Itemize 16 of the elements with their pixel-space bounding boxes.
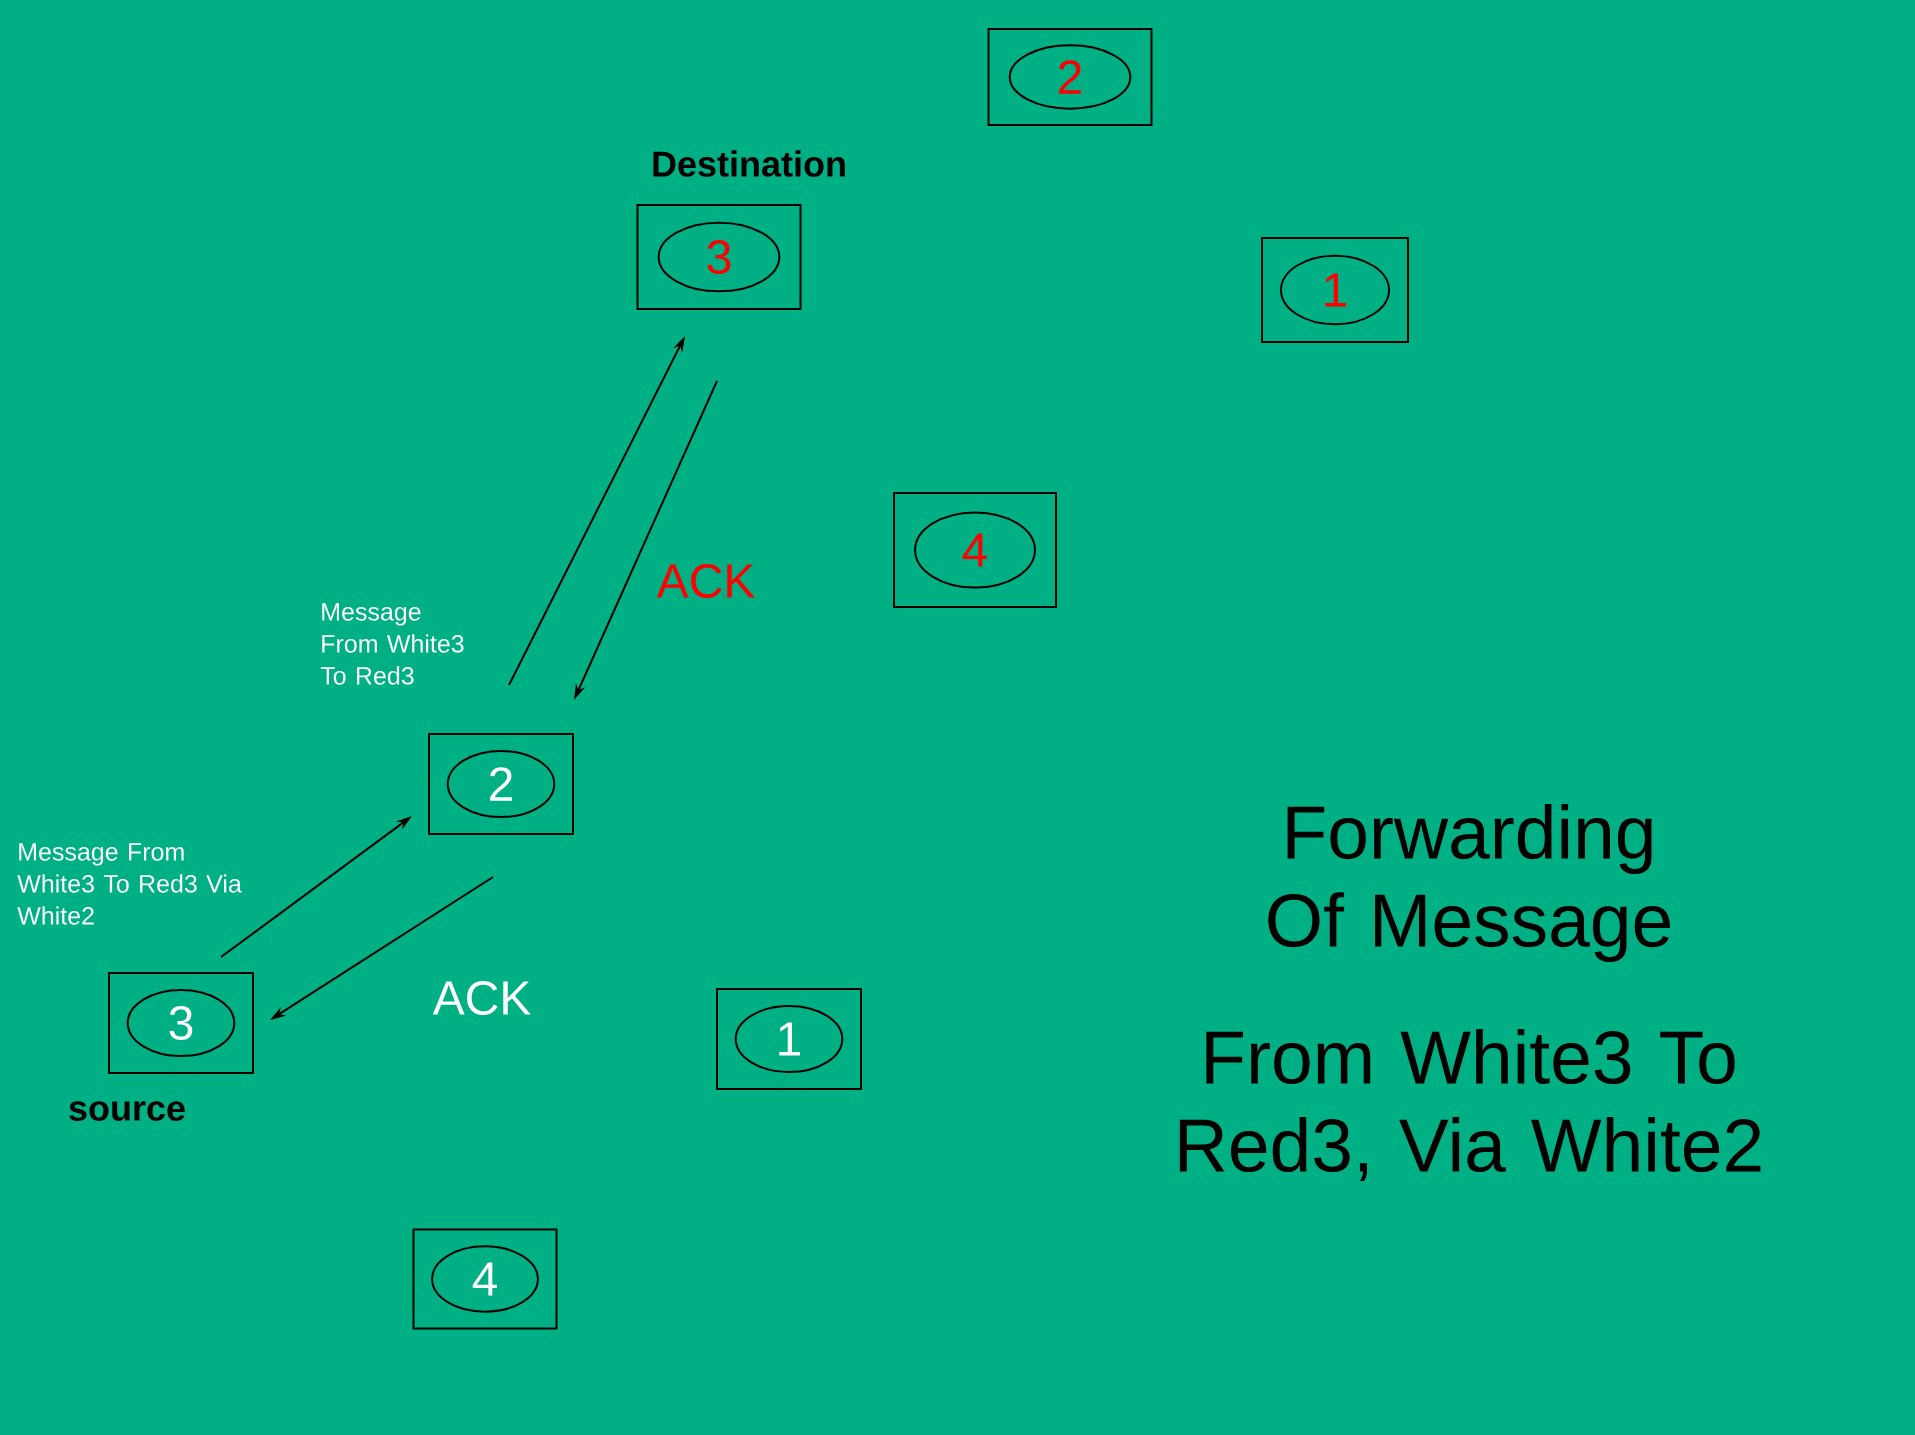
title: Forwarding Of Message (1268, 804, 1670, 962)
node-box: 1 (1261, 237, 1409, 343)
node-box: 1 (716, 988, 862, 1090)
edge-label: ACK (656, 564, 755, 598)
edge-label: Message From White3 To Red3 (320, 603, 464, 685)
node-box: 2 (428, 733, 574, 835)
node-box: 2 (987, 28, 1153, 126)
edge-label: ACK (432, 981, 531, 1015)
subtitle: From White3 To Red3, Via White2 (1179, 1029, 1761, 1181)
node-box: 4 (412, 1228, 558, 1330)
node-label: source (69, 1101, 185, 1121)
node-box: 4 (893, 492, 1057, 608)
node-box: 3 (108, 972, 254, 1074)
edge-label: Message From White3 To Red3 Via White2 (17, 843, 242, 925)
node-box: 3 (636, 204, 802, 310)
heading: Destination (653, 150, 845, 177)
